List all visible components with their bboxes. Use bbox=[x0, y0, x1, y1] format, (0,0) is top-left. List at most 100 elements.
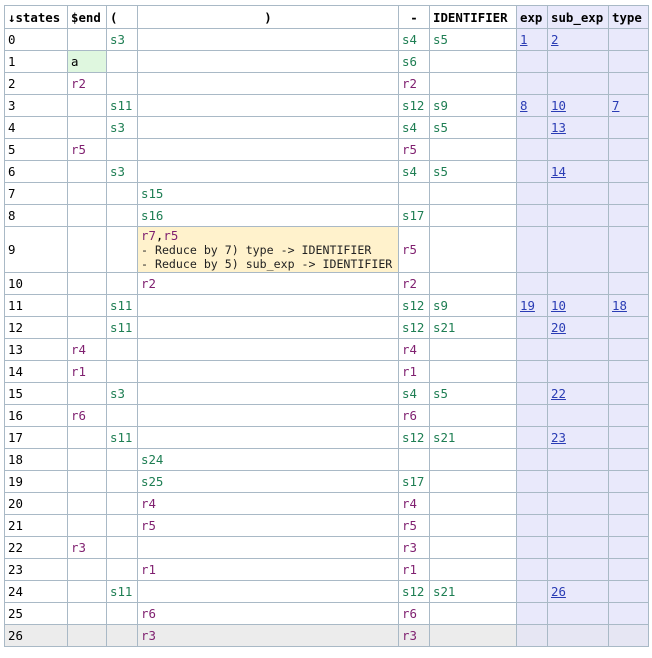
action-cell-lparen: s11 bbox=[106, 426, 138, 449]
state-cell: 24 bbox=[4, 580, 68, 603]
reduce-action: r5 bbox=[141, 518, 156, 533]
reduce-action: r6 bbox=[402, 408, 417, 423]
goto-cell-sub-exp bbox=[547, 492, 609, 515]
action-cell-identifier bbox=[429, 514, 517, 537]
column-header-type: type bbox=[608, 5, 649, 29]
goto-cell-exp bbox=[516, 116, 548, 139]
goto-state-link[interactable]: 13 bbox=[551, 120, 566, 135]
action-cell-rparen: r1 bbox=[137, 558, 399, 581]
action-cell-dash: s12 bbox=[398, 426, 430, 449]
action-cell-identifier bbox=[429, 182, 517, 205]
state-cell: 3 bbox=[4, 94, 68, 117]
action-cell-lparen bbox=[106, 138, 138, 161]
goto-state-link[interactable]: 7 bbox=[612, 98, 620, 113]
state-cell: 5 bbox=[4, 138, 68, 161]
state-cell: 11 bbox=[4, 294, 68, 317]
action-cell-end bbox=[67, 28, 107, 51]
action-cell-rparen bbox=[137, 72, 399, 95]
action-cell-end bbox=[67, 160, 107, 183]
goto-cell-sub-exp bbox=[547, 624, 609, 647]
reduce-action: r3 bbox=[402, 540, 417, 555]
goto-cell-sub-exp: 26 bbox=[547, 580, 609, 603]
goto-state-link[interactable]: 20 bbox=[551, 320, 566, 335]
action-cell-rparen bbox=[137, 338, 399, 361]
action-cell-identifier: s9 bbox=[429, 294, 517, 317]
goto-cell-exp bbox=[516, 624, 548, 647]
action-cell-dash: r4 bbox=[398, 492, 430, 515]
goto-state-link[interactable]: 2 bbox=[551, 32, 559, 47]
goto-state-link[interactable]: 19 bbox=[520, 298, 535, 313]
goto-cell-type bbox=[608, 426, 649, 449]
action-cell-rparen bbox=[137, 426, 399, 449]
reduce-action: r2 bbox=[402, 276, 417, 291]
action-cell-end bbox=[67, 558, 107, 581]
goto-cell-sub-exp bbox=[547, 470, 609, 493]
reduce-action: r5 bbox=[71, 142, 86, 157]
action-cell-rparen bbox=[137, 28, 399, 51]
goto-state-link[interactable]: 26 bbox=[551, 584, 566, 599]
action-cell-dash bbox=[398, 448, 430, 471]
action-cell-rparen bbox=[137, 580, 399, 603]
goto-state-link[interactable]: 14 bbox=[551, 164, 566, 179]
action-cell-rparen bbox=[137, 360, 399, 383]
goto-state-link[interactable]: 1 bbox=[520, 32, 528, 47]
action-cell-lparen bbox=[106, 558, 138, 581]
goto-cell-exp bbox=[516, 448, 548, 471]
action-cell-lparen: s3 bbox=[106, 382, 138, 405]
goto-cell-sub-exp bbox=[547, 226, 609, 273]
action-cell-rparen: s15 bbox=[137, 182, 399, 205]
reduce-action: r5 bbox=[402, 518, 417, 533]
goto-cell-exp bbox=[516, 602, 548, 625]
goto-state-link[interactable]: 22 bbox=[551, 386, 566, 401]
action-cell-identifier bbox=[429, 492, 517, 515]
goto-cell-exp bbox=[516, 182, 548, 205]
action-cell-dash: r5 bbox=[398, 226, 430, 273]
goto-state-link[interactable]: 23 bbox=[551, 430, 566, 445]
state-cell: 23 bbox=[4, 558, 68, 581]
action-cell-end bbox=[67, 470, 107, 493]
goto-state-link[interactable]: 18 bbox=[612, 298, 627, 313]
action-cell-end bbox=[67, 448, 107, 471]
action-cell-dash: r2 bbox=[398, 272, 430, 295]
action-cell-end bbox=[67, 226, 107, 273]
action-cell-end bbox=[67, 294, 107, 317]
action-cell-end bbox=[67, 514, 107, 537]
action-cell-rparen bbox=[137, 404, 399, 427]
shift-action: s6 bbox=[402, 54, 417, 69]
action-cell-end: r2 bbox=[67, 72, 107, 95]
goto-cell-type bbox=[608, 72, 649, 95]
goto-state-link[interactable]: 8 bbox=[520, 98, 528, 113]
column-header-states[interactable]: ↓states bbox=[4, 5, 68, 29]
goto-state-link[interactable]: 10 bbox=[551, 298, 566, 313]
goto-cell-sub-exp bbox=[547, 558, 609, 581]
action-cell-identifier bbox=[429, 272, 517, 295]
reduce-action: r4 bbox=[141, 496, 156, 511]
action-cell-end bbox=[67, 426, 107, 449]
action-cell-lparen bbox=[106, 624, 138, 647]
action-cell-rparen bbox=[137, 316, 399, 339]
action-cell-dash: r3 bbox=[398, 624, 430, 647]
goto-cell-sub-exp bbox=[547, 138, 609, 161]
goto-state-link[interactable]: 10 bbox=[551, 98, 566, 113]
goto-cell-type bbox=[608, 138, 649, 161]
shift-action: s11 bbox=[110, 320, 133, 335]
action-cell-end bbox=[67, 492, 107, 515]
shift-action: s17 bbox=[402, 208, 425, 223]
goto-cell-exp bbox=[516, 338, 548, 361]
column-header-sub-exp: sub_exp bbox=[547, 5, 609, 29]
state-cell: 6 bbox=[4, 160, 68, 183]
reduce-action: r2 bbox=[402, 76, 417, 91]
action-cell-lparen: s11 bbox=[106, 294, 138, 317]
goto-cell-type bbox=[608, 404, 649, 427]
action-cell-rparen bbox=[137, 536, 399, 559]
state-cell: 26 bbox=[4, 624, 68, 647]
action-cell-identifier: s5 bbox=[429, 160, 517, 183]
action-cell-dash: s4 bbox=[398, 382, 430, 405]
action-cell-rparen: r2 bbox=[137, 272, 399, 295]
goto-cell-type bbox=[608, 470, 649, 493]
